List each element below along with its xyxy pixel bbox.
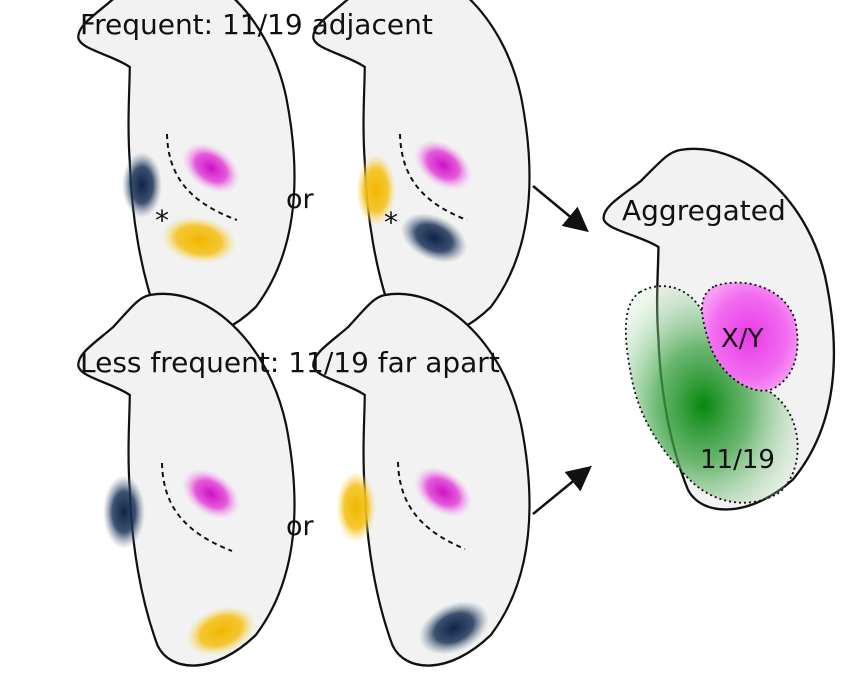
chromosome-19-domain [356, 154, 396, 226]
chromosome-x-y-domain [414, 466, 472, 518]
aggregated-heading: Aggregated [622, 194, 786, 227]
chromosome-19-domain [161, 216, 237, 264]
arrow-down-right [532, 185, 589, 233]
chromosome-11-domain [103, 475, 145, 549]
frequent-heading: Frequent: 11/19 adjacent [80, 8, 433, 41]
chromosome-19-domain [186, 606, 256, 656]
dashed-boundary [397, 461, 466, 550]
chromosome-x-y-domain [414, 139, 472, 191]
dashed-boundary [161, 462, 233, 552]
dashed-boundary [166, 133, 238, 221]
chromosome-19-domain [336, 471, 376, 543]
region-x-y-label: X/Y [721, 324, 764, 354]
region-x-y [701, 281, 799, 392]
or-label: or [286, 511, 315, 542]
or-label: or [286, 184, 315, 215]
chromosome-x-y-domain [182, 142, 240, 194]
chromosome-11-domain [418, 601, 490, 655]
less-frequent-heading: Less frequent: 11/19 far apart [80, 346, 500, 379]
chromosome-11-domain [400, 213, 468, 263]
dashed-boundary [399, 133, 468, 221]
region-11-19-label: 11/19 [700, 445, 775, 475]
arrow-up-right [532, 465, 592, 515]
adjacency-asterisk: * [155, 204, 169, 237]
chromosome-x-y-domain [182, 468, 240, 520]
adjacency-asterisk: * [384, 206, 398, 239]
chromosome-11-domain [122, 152, 162, 218]
